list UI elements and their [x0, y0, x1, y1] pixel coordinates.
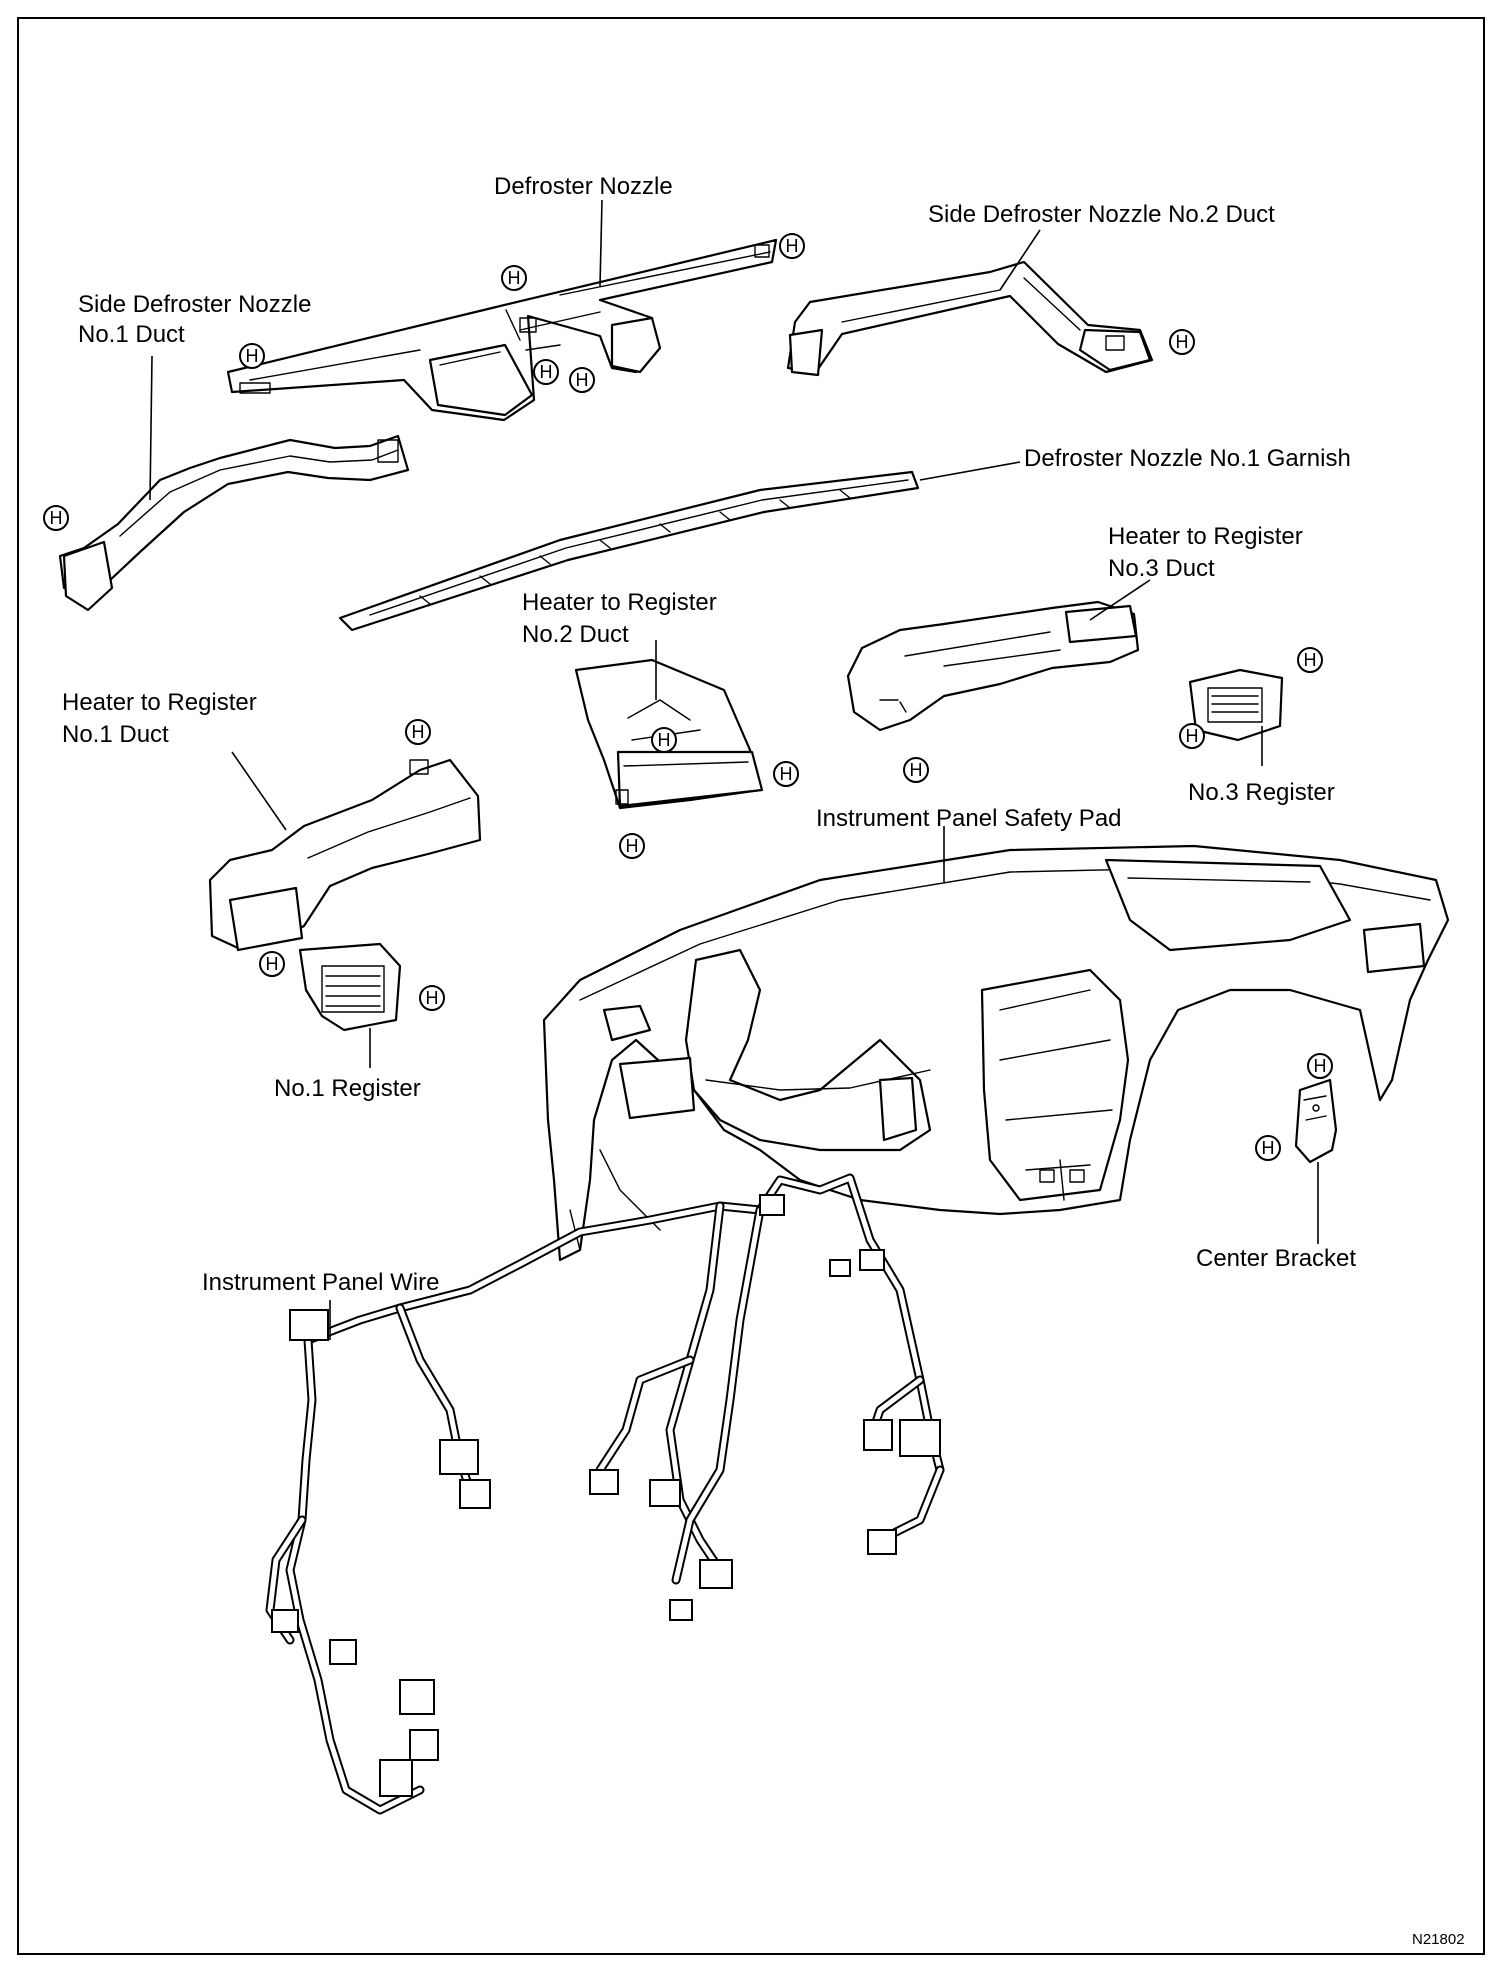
svg-text:H: H: [910, 760, 923, 780]
heater-to-register-no3-duct-part: [846, 600, 1140, 732]
clip-marker-16: H: [419, 985, 445, 1011]
label-heater-reg-no3-line2: No.3 Duct: [1108, 555, 1215, 582]
label-side-defroster-no2-duct: Side Defroster Nozzle No.2 Duct: [928, 201, 1275, 228]
figure-code: N21802: [1412, 1931, 1465, 1948]
leader-heater-reg-no1: [231, 751, 287, 831]
clip-marker-17: H: [1307, 1053, 1333, 1079]
clip-marker-9: H: [1179, 723, 1205, 749]
svg-text:H: H: [1186, 726, 1199, 746]
svg-text:H: H: [1304, 650, 1317, 670]
svg-text:H: H: [780, 764, 793, 784]
clip-marker-8: H: [1297, 647, 1323, 673]
clip-marker-11: H: [773, 761, 799, 787]
svg-text:H: H: [246, 346, 259, 366]
side-defroster-nozzle-no1-duct-part: [58, 434, 410, 612]
label-no3-register: No.3 Register: [1188, 779, 1335, 806]
svg-text:H: H: [1176, 332, 1189, 352]
svg-text:H: H: [540, 362, 553, 382]
clip-marker-7: H: [43, 505, 69, 531]
defroster-nozzle-part: [226, 238, 778, 422]
clip-marker-18: H: [1255, 1135, 1281, 1161]
defroster-nozzle-no1-garnish-part: [338, 470, 920, 632]
leader-side-defroster-no2-duct: [999, 229, 1041, 291]
instrument-panel-wire-part: [265, 1173, 945, 1815]
leader-heater-reg-no3: [1089, 579, 1151, 621]
center-bracket-part: [1294, 1078, 1338, 1164]
clip-marker-13: H: [619, 833, 645, 859]
clip-marker-10: H: [651, 727, 677, 753]
clip-marker-5: H: [569, 367, 595, 393]
leader-side-defroster-no1-duct: [149, 355, 153, 501]
svg-text:H: H: [412, 722, 425, 742]
clip-marker-4: H: [533, 359, 559, 385]
svg-text:H: H: [1314, 1056, 1327, 1076]
label-heater-reg-no2-line2: No.2 Duct: [522, 621, 629, 648]
label-instrument-panel-safety-pad: Instrument Panel Safety Pad: [816, 805, 1122, 832]
label-defroster-nozzle: Defroster Nozzle: [494, 173, 673, 200]
clip-marker-3: H: [239, 343, 265, 369]
label-no1-register: No.1 Register: [274, 1075, 421, 1102]
label-instrument-panel-wire: Instrument Panel Wire: [202, 1269, 439, 1296]
label-side-defroster-no1-duct-line2: No.1 Duct: [78, 321, 185, 348]
label-center-bracket: Center Bracket: [1196, 1245, 1356, 1272]
side-defroster-nozzle-no2-duct-part: [786, 260, 1154, 377]
heater-to-register-no1-duct-part: [208, 758, 482, 952]
svg-text:H: H: [626, 836, 639, 856]
no1-register-part: [298, 942, 402, 1032]
svg-text:H: H: [1262, 1138, 1275, 1158]
clip-marker-12: H: [903, 757, 929, 783]
clip-marker-2: H: [779, 233, 805, 259]
svg-text:H: H: [576, 370, 589, 390]
label-defroster-garnish: Defroster Nozzle No.1 Garnish: [1024, 445, 1351, 472]
instrument-panel-safety-pad-part: [542, 844, 1450, 1262]
label-side-defroster-no1-duct-line1: Side Defroster Nozzle: [78, 291, 311, 318]
label-heater-reg-no1-line2: No.1 Duct: [62, 721, 169, 748]
clip-marker-14: H: [405, 719, 431, 745]
clip-marker-15: H: [259, 951, 285, 977]
svg-text:H: H: [426, 988, 439, 1008]
label-heater-reg-no3-line1: Heater to Register: [1108, 523, 1303, 550]
clip-marker-6: H: [1169, 329, 1195, 355]
svg-text:H: H: [658, 730, 671, 750]
svg-text:H: H: [50, 508, 63, 528]
no3-register-part: [1188, 668, 1284, 742]
clip-marker-1: H: [501, 265, 527, 291]
leader-defroster-nozzle: [599, 199, 603, 287]
svg-text:H: H: [508, 268, 521, 288]
label-heater-reg-no1-line1: Heater to Register: [62, 689, 257, 716]
svg-text:H: H: [786, 236, 799, 256]
diagram-frame: [17, 17, 1485, 1955]
leader-defroster-garnish: [919, 461, 1021, 481]
svg-text:H: H: [266, 954, 279, 974]
label-heater-reg-no2-line1: Heater to Register: [522, 589, 717, 616]
